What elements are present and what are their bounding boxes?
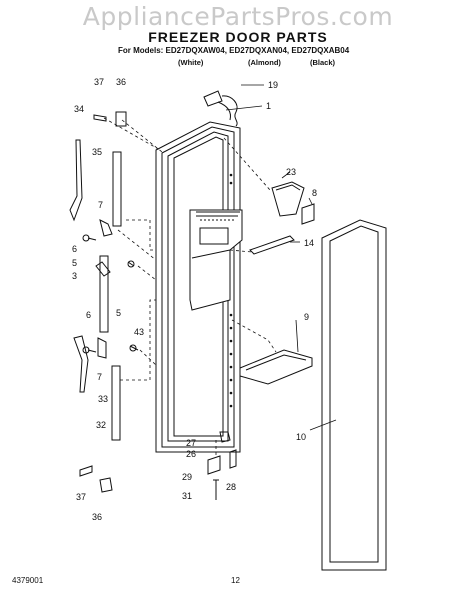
dispenser-trim — [249, 235, 295, 255]
callout-27: 27 — [186, 438, 196, 448]
callout-6-upper: 6 — [72, 244, 77, 254]
callout-7-lower: 7 — [97, 372, 102, 382]
callout-5-lower: 5 — [116, 308, 121, 318]
callout-36-bottom: 36 — [92, 512, 102, 522]
callout-37-bottom: 37 — [76, 492, 86, 502]
callout-9: 9 — [304, 312, 309, 322]
callout-28: 28 — [226, 482, 236, 492]
callout-37-top: 37 — [94, 77, 104, 87]
door-handle-upper — [69, 139, 122, 227]
color-white: (White) — [178, 58, 204, 67]
callout-43: 43 — [134, 327, 144, 337]
callout-29: 29 — [182, 472, 192, 482]
page-title: FREEZER DOOR PARTS — [148, 29, 328, 45]
color-almond: (Almond) — [248, 58, 281, 67]
callout-8: 8 — [312, 188, 317, 198]
callout-7-upper: 7 — [98, 200, 103, 210]
callout-10: 10 — [296, 432, 306, 442]
bracket-part — [301, 203, 315, 225]
models-line: For Models: ED27DQXAW04, ED27DQXAN04, ED… — [118, 46, 350, 55]
door-gasket — [321, 219, 387, 571]
callout-34: 34 — [74, 104, 84, 114]
callout-5-upper: 5 — [72, 258, 77, 268]
callout-32: 32 — [96, 420, 106, 430]
callout-23: 23 — [286, 167, 296, 177]
doc-number: 4379001 — [12, 576, 44, 585]
dispenser-funnel — [271, 181, 305, 217]
page-number: 12 — [231, 576, 240, 585]
callout-6-lower: 6 — [86, 310, 91, 320]
door-handle-lower — [73, 335, 121, 441]
freezer-door — [155, 121, 243, 453]
watermark: AppliancePartsPros.com — [82, 2, 394, 31]
callout-1: 1 — [266, 101, 271, 111]
leader-lines — [225, 84, 337, 431]
door-shelf — [239, 349, 313, 385]
fasteners — [79, 111, 237, 500]
color-black: (Black) — [310, 58, 336, 67]
wire-harness — [203, 90, 238, 127]
callout-36-top: 36 — [116, 77, 126, 87]
callout-3: 3 — [72, 271, 77, 281]
callout-35: 35 — [92, 147, 102, 157]
callout-31: 31 — [182, 491, 192, 501]
callout-labels: 37 36 19 34 1 35 23 8 7 6 5 14 3 5 9 43 … — [72, 77, 317, 522]
callout-14: 14 — [304, 238, 314, 248]
hinge-strips — [95, 219, 113, 359]
callout-33: 33 — [98, 394, 108, 404]
callout-19: 19 — [268, 80, 278, 90]
callout-26: 26 — [186, 449, 196, 459]
alignment-lines — [103, 117, 277, 455]
